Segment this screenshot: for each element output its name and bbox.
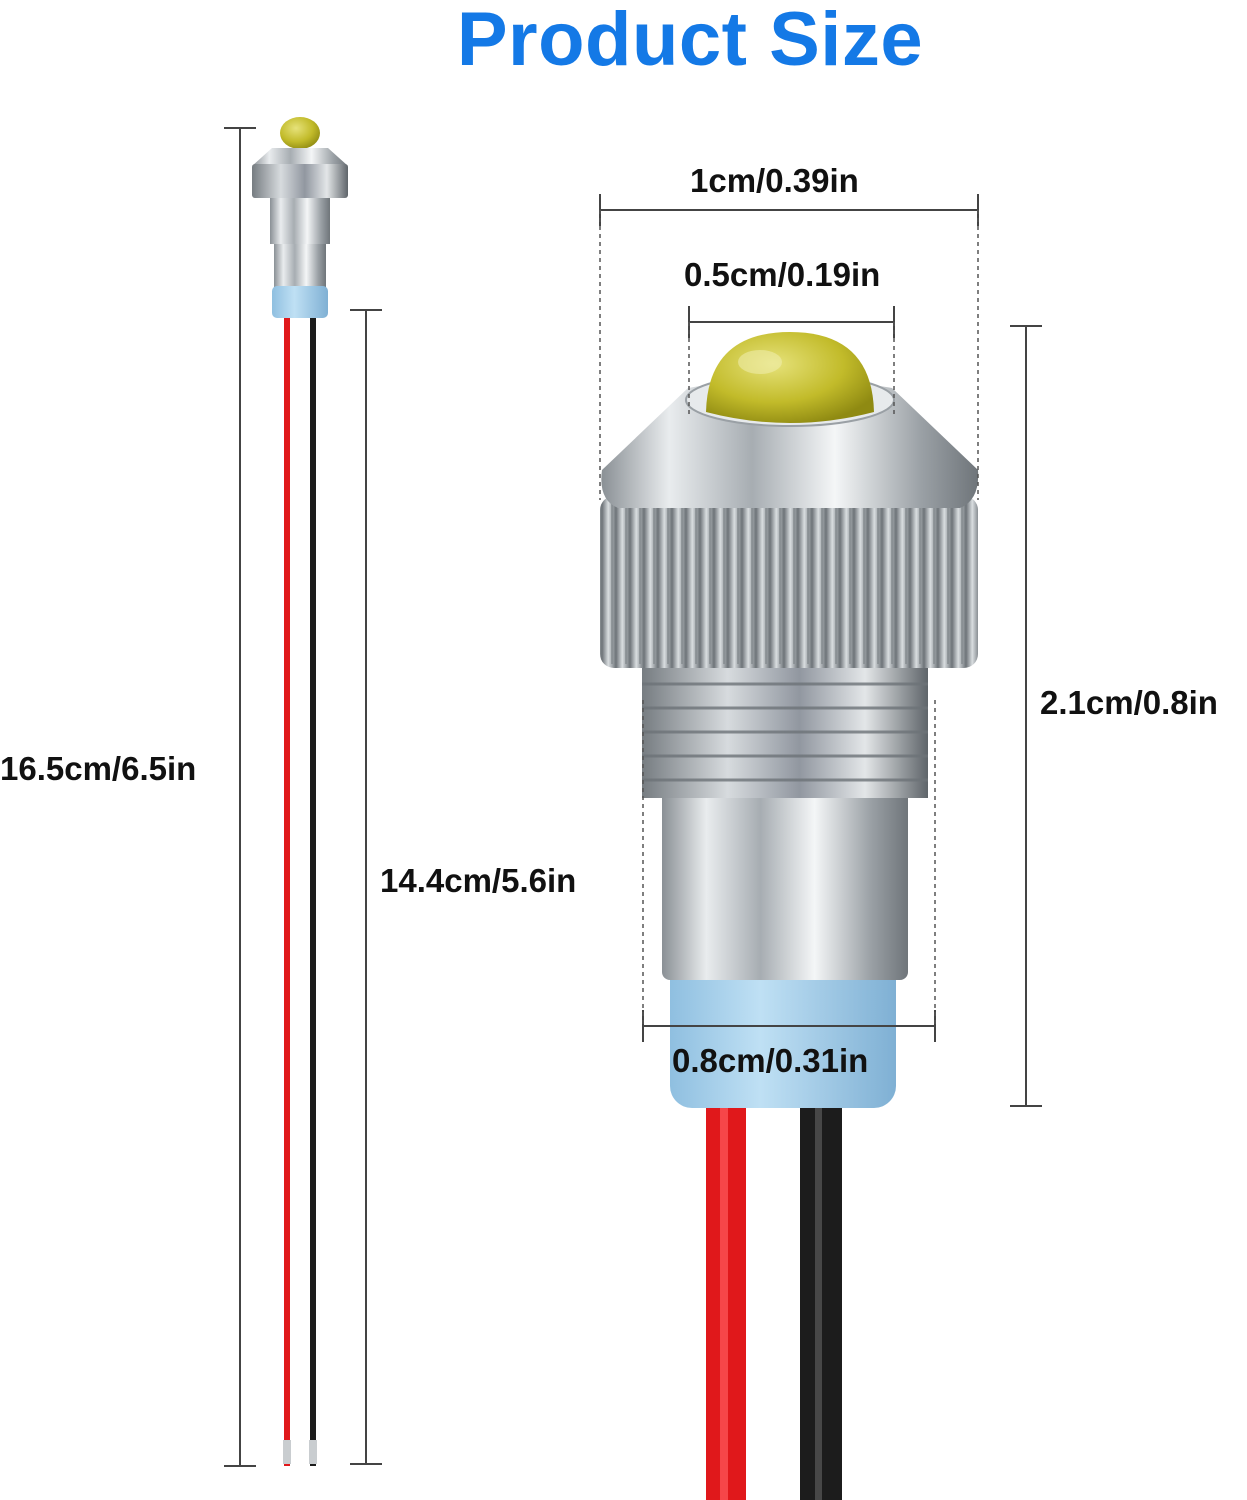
small-red-wire-tip: [283, 1440, 291, 1464]
wire-length-bracket: [350, 309, 382, 1465]
cap-width-label: 1cm/0.39in: [690, 162, 859, 199]
total-length-label: 16.5cm/6.5in: [0, 750, 197, 787]
wire-length-label: 14.4cm/5.6in: [380, 862, 577, 899]
small-led-knurl: [252, 164, 348, 198]
small-led-illustration: [252, 117, 348, 1466]
body-height-label: 2.1cm/0.8in: [1040, 684, 1218, 721]
large-led-sleeve: [670, 950, 896, 1108]
body-width-label: 0.8cm/0.31in: [672, 1042, 869, 1079]
body-height-bracket: [1010, 325, 1042, 1107]
large-led-knurl: [600, 496, 978, 668]
small-led-body: [274, 244, 326, 288]
total-length-bracket: [224, 127, 256, 1467]
small-led-thread: [270, 198, 330, 244]
small-black-wire-tip: [309, 1440, 317, 1464]
small-led-lens: [280, 117, 320, 149]
small-led-cap: [252, 148, 348, 166]
small-black-wire: [310, 314, 316, 1466]
large-led-lens: [706, 332, 874, 423]
page-title: Product Size: [456, 0, 924, 82]
large-led-illustration: [600, 332, 979, 1500]
small-red-wire: [284, 314, 290, 1466]
small-led-sleeve: [272, 286, 328, 318]
large-led-body: [662, 790, 908, 980]
lens-width-label: 0.5cm/0.19in: [684, 256, 881, 293]
